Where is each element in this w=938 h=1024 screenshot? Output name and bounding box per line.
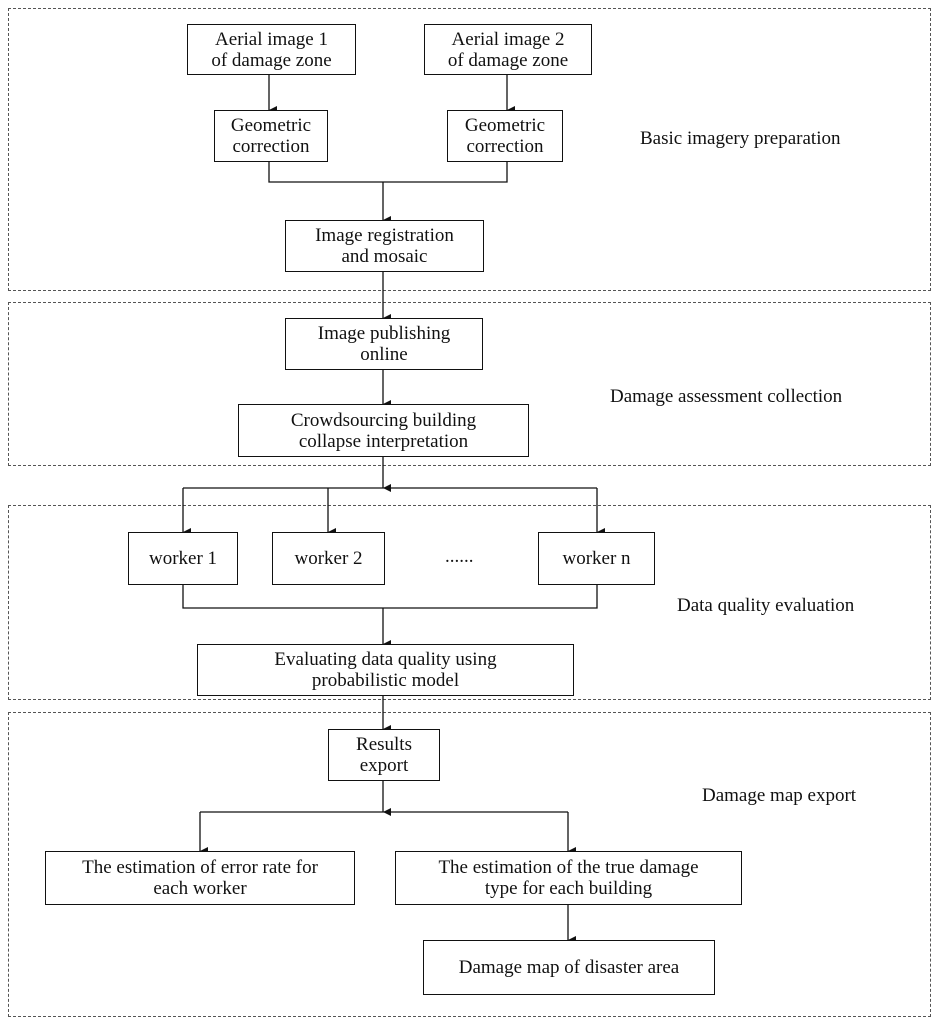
damage-map-box: Damage map of disaster area xyxy=(423,940,715,995)
results-export-box: Results export xyxy=(328,729,440,781)
evaluating-quality-box: Evaluating data quality using probabilis… xyxy=(197,644,574,696)
geometric-correction-1-box: Geometric correction xyxy=(214,110,328,162)
aerial-image-1-box: Aerial image 1 of damage zone xyxy=(187,24,356,75)
aerial-image-2-box: Aerial image 2 of damage zone xyxy=(424,24,592,75)
worker-n-box: worker n xyxy=(538,532,655,585)
section-basic-imagery xyxy=(8,8,931,291)
worker-1-box: worker 1 xyxy=(128,532,238,585)
error-rate-box: The estimation of error rate for each wo… xyxy=(45,851,355,905)
image-publishing-box: Image publishing online xyxy=(285,318,483,370)
line-geo-merge xyxy=(268,162,508,183)
section-label-export: Damage map export xyxy=(702,785,857,806)
geometric-correction-2-box: Geometric correction xyxy=(447,110,563,162)
worker-2-box: worker 2 xyxy=(272,532,385,585)
section-label-quality: Data quality evaluation xyxy=(677,595,855,616)
section-damage-assessment xyxy=(8,302,931,466)
line-worker-merge xyxy=(182,585,598,609)
section-label-basic: Basic imagery preparation xyxy=(640,128,841,149)
crowdsourcing-box: Crowdsourcing building collapse interpre… xyxy=(238,404,529,457)
section-label-damage: Damage assessment collection xyxy=(610,386,843,407)
section-damage-map-export xyxy=(8,712,931,1017)
image-registration-box: Image registration and mosaic xyxy=(285,220,484,272)
true-damage-box: The estimation of the true damage type f… xyxy=(395,851,742,905)
worker-ellipsis: ...... xyxy=(445,546,474,567)
section-data-quality xyxy=(8,505,931,700)
